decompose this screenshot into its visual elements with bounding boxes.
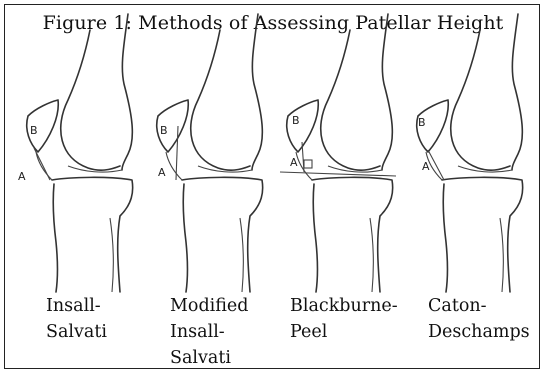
caption-line: Insall- [46,293,107,319]
panel-modified-insall-salvati: B A [157,14,263,292]
caption-line: Blackburne- [290,293,398,319]
caption-line: Salvati [170,345,249,371]
caption-line: Deschamps [428,319,530,345]
caption-modified-insall-salvati: Modified Insall- Salvati [170,293,249,371]
label-b: B [30,124,38,137]
caption-line: Salvati [46,319,107,345]
label-b: B [292,114,300,127]
caption-line: Caton- [428,293,530,319]
caption-insall-salvati: Insall- Salvati [46,293,107,345]
panel-blackburne-peel: B A [280,14,396,292]
label-a: A [18,170,26,183]
caption-blackburne-peel: Blackburne- Peel [290,293,398,345]
caption-line: Peel [290,319,398,345]
caption-caton-deschamps: Caton- Deschamps [428,293,530,345]
caption-line: Modified [170,293,249,319]
panel-insall-salvati: B A [18,14,133,292]
label-a: A [290,156,298,169]
label-a: A [422,160,430,173]
label-b: B [418,116,426,129]
panel-caton-deschamps: B A [417,14,523,292]
label-a: A [158,166,166,179]
caption-line: Insall- [170,319,249,345]
label-b: B [160,124,168,137]
